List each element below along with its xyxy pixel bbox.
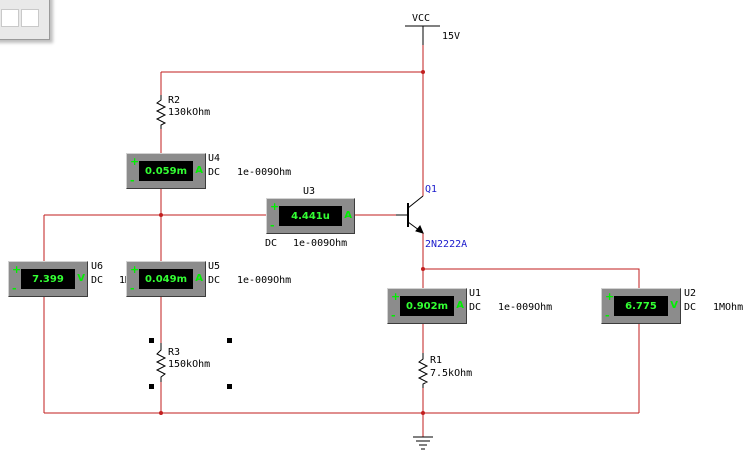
multimeter-u4[interactable]: + - 0.059m A [126, 153, 206, 189]
u6-ref: U6 [91, 261, 104, 272]
u1-mode: DC [469, 302, 482, 313]
r1-value: 7.5kOhm [430, 368, 473, 379]
meter-unit: V [77, 273, 85, 284]
junction [421, 70, 425, 74]
meter-display: 6.775 [614, 296, 668, 316]
selection-handle[interactable] [149, 338, 154, 343]
wire-u2-top [423, 268, 640, 288]
q1-model: 2N2222A [425, 239, 468, 250]
u3-ref: U3 [303, 186, 316, 197]
r1-ref: R1 [430, 355, 443, 366]
meter-unit: A [195, 273, 203, 284]
toolbar-window-fragment[interactable] [0, 0, 50, 40]
u2-resistance: 1MOhm [713, 302, 744, 313]
multimeter-u3[interactable]: + - 4.441u A [266, 198, 355, 234]
junction-dots [159, 70, 425, 415]
plus-terminal-icon: + [130, 155, 140, 168]
window-pane [21, 9, 39, 27]
u1-resistance: 1e-009Ohm [498, 302, 553, 313]
minus-terminal-icon: - [391, 309, 396, 322]
meter-display: 4.441u [279, 206, 342, 226]
minus-terminal-icon: - [605, 309, 610, 322]
r2-value: 130kOhm [168, 107, 211, 118]
minus-terminal-icon: - [12, 282, 17, 295]
junction [421, 411, 425, 415]
plus-terminal-icon: + [391, 290, 401, 303]
plus-terminal-icon: + [605, 290, 615, 303]
meter-display: 0.049m [139, 269, 193, 289]
meter-unit: V [670, 300, 678, 311]
vcc-label: VCC [412, 13, 431, 24]
u3-mode: DC [265, 238, 278, 249]
u2-mode: DC [684, 302, 697, 313]
junction [159, 411, 163, 415]
meter-display: 0.902m [400, 296, 454, 316]
r2-ref: R2 [168, 95, 181, 106]
minus-terminal-icon: - [270, 219, 275, 232]
u4-ref: U4 [208, 153, 221, 164]
wires [43, 45, 640, 437]
u5-ref: U5 [208, 261, 221, 272]
minus-terminal-icon: - [130, 282, 135, 295]
u2-ref: U2 [684, 288, 697, 299]
q1-ref: Q1 [425, 184, 438, 195]
plus-terminal-icon: + [12, 263, 22, 276]
multimeter-u1[interactable]: + - 0.902m A [387, 288, 467, 324]
u4-resistance: 1e-009Ohm [237, 167, 292, 178]
vcc-value: 15V [442, 31, 461, 42]
meter-unit: A [195, 165, 203, 176]
resistor-r3-icon[interactable] [155, 343, 167, 382]
vcc-symbol-icon[interactable] [405, 25, 440, 45]
u3-resistance: 1e-009Ohm [293, 238, 348, 249]
meter-unit: A [344, 210, 352, 221]
window-pane [1, 9, 19, 27]
plus-terminal-icon: + [270, 200, 280, 213]
selection-handle[interactable] [149, 384, 154, 389]
minus-terminal-icon: - [130, 174, 135, 187]
u4-mode: DC [208, 167, 221, 178]
junction [421, 267, 425, 271]
meter-unit: A [456, 300, 464, 311]
multimeter-u2[interactable]: + - 6.775 V [601, 288, 681, 324]
r3-value: 150kOhm [168, 359, 211, 370]
junction [159, 213, 163, 217]
meter-display: 7.399 [21, 269, 75, 289]
u6-mode: DC [91, 275, 104, 286]
npn-transistor-icon[interactable] [396, 195, 424, 234]
resistor-r1-icon[interactable] [417, 353, 429, 388]
ground-icon[interactable] [413, 436, 433, 450]
meter-display: 0.059m [139, 161, 193, 181]
selection-handle[interactable] [227, 384, 232, 389]
u5-mode: DC [208, 275, 221, 286]
multimeter-u6[interactable]: + - 7.399 V [8, 261, 88, 297]
u5-resistance: 1e-009Ohm [237, 275, 292, 286]
u1-ref: U1 [469, 288, 482, 299]
resistor-r2-icon[interactable] [155, 95, 167, 129]
selection-handle[interactable] [227, 338, 232, 343]
multimeter-u5[interactable]: + - 0.049m A [126, 261, 206, 297]
r3-ref: R3 [168, 347, 181, 358]
plus-terminal-icon: + [130, 263, 140, 276]
